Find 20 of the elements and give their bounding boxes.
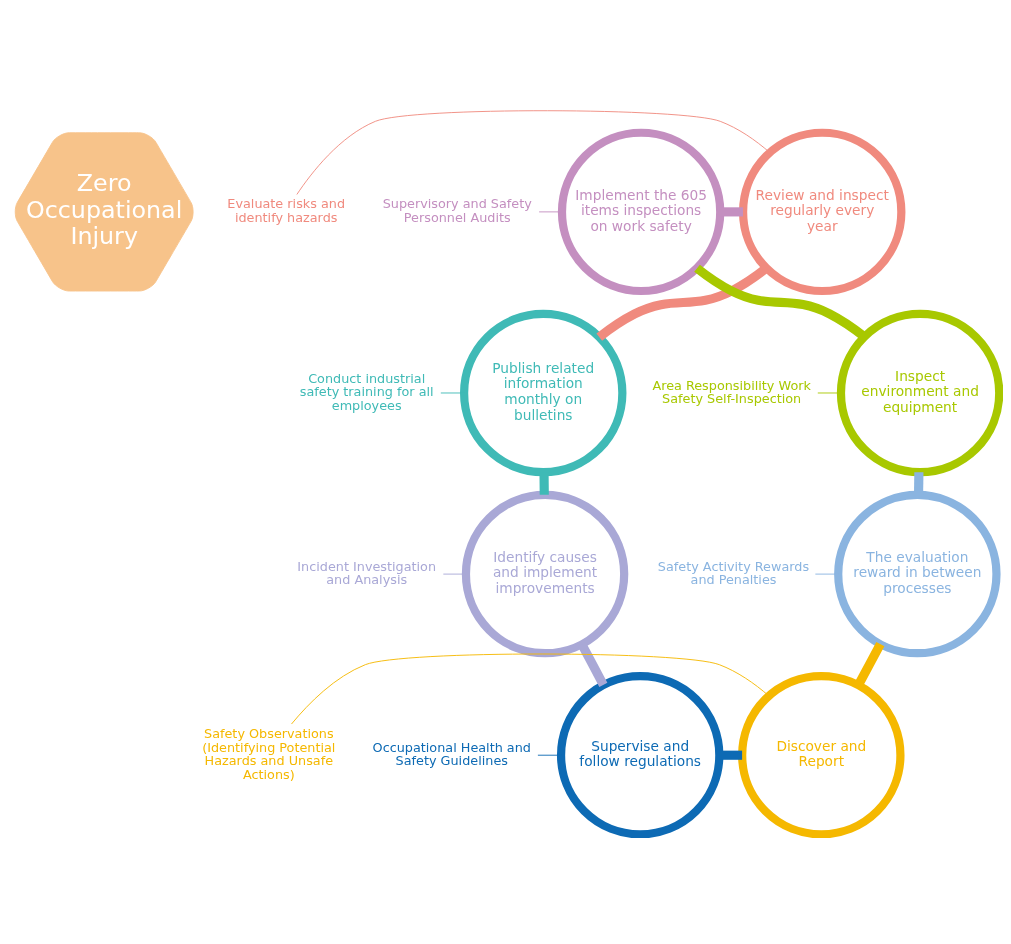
node-circle: Inspect environment and equipment [836,309,1003,476]
node-ellipse: Zero Occupational Injury [14,131,194,291]
node-text: Conduct industrial safety training for all employees [299,370,434,413]
node-circle: Supervise and follow regulations [556,671,724,838]
node-text: Incident Investigation and Analysis [297,558,437,587]
node-circle: Identify causes and implement improvements [461,490,629,657]
node-circle: Publish related information monthly on bulletins [460,309,627,476]
node-text: Safety Activity Rewards and Penalties [657,558,810,587]
connector [694,264,867,340]
node-text: Area Responsibility Work Safety Self-Inspection [652,377,811,406]
node-text: Supervisory and Safety Personnel Audits [382,195,532,225]
node-circle: The evaluation reward in between processes [834,490,1001,657]
connector [596,264,770,341]
node-circle: Review and inspect regularly every year [739,128,906,295]
node-circle: Discover and Report [738,671,905,838]
node-text: Safety Observations (Identifying Potential Hazards and Unsafe Actions) [202,725,336,782]
node-text: Evaluate risks and identify hazards [227,195,346,225]
node-circle: Implement the 605 items inspections on work safety [557,128,725,295]
node-text: Occupational Health and Safety Guidelines [372,739,531,768]
connector [854,641,885,687]
